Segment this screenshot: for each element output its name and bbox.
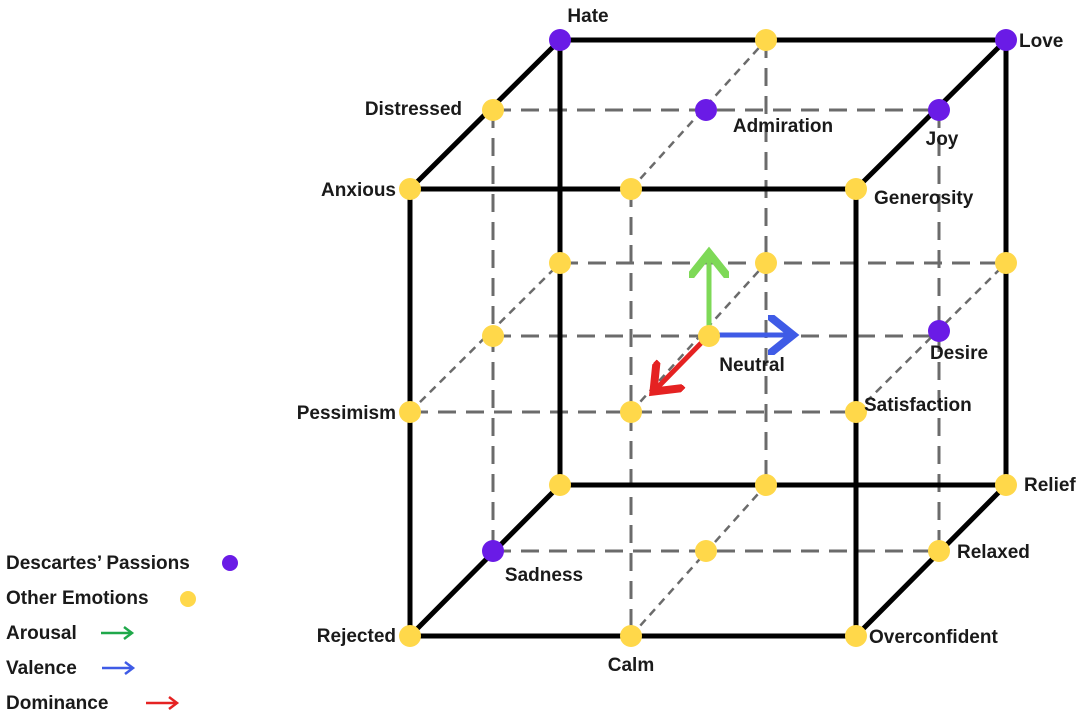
node-dot bbox=[755, 29, 777, 51]
node-dot bbox=[755, 252, 777, 274]
node-labels: Hate Love Admiration Joy Desire Sadness … bbox=[297, 6, 1077, 676]
calm-label: Calm bbox=[608, 655, 654, 676]
hate-node bbox=[549, 29, 571, 51]
labeled-nodes bbox=[399, 29, 1017, 647]
joy-node bbox=[928, 99, 950, 121]
sadness-node bbox=[482, 540, 504, 562]
legend-valence-label: Valence bbox=[6, 658, 77, 679]
love-node bbox=[995, 29, 1017, 51]
neutral-node bbox=[698, 325, 720, 347]
legend-valence-arrow bbox=[102, 661, 136, 675]
relief-label: Relief bbox=[1024, 475, 1076, 496]
overconfident-node bbox=[845, 625, 867, 647]
node-dot bbox=[695, 540, 717, 562]
satisfaction-label: Satisfaction bbox=[864, 395, 972, 416]
overconfident-label: Overconfident bbox=[869, 627, 998, 648]
node-dot bbox=[482, 325, 504, 347]
admiration-label: Admiration bbox=[733, 116, 833, 137]
node-dot bbox=[549, 252, 571, 274]
node-dot bbox=[620, 401, 642, 423]
legend-arousal-label: Arousal bbox=[6, 623, 77, 644]
desire-node bbox=[928, 320, 950, 342]
legend: Descartes’ Passions Other Emotions Arous… bbox=[6, 553, 238, 714]
legend-passions-label: Descartes’ Passions bbox=[6, 553, 190, 574]
love-label: Love bbox=[1019, 31, 1063, 52]
hate-label: Hate bbox=[567, 6, 608, 27]
desire-label: Desire bbox=[930, 343, 988, 364]
unlabeled-nodes bbox=[482, 29, 1017, 562]
distressed-label: Distressed bbox=[365, 99, 462, 120]
generosity-label: Generosity bbox=[874, 188, 974, 209]
legend-others-dot bbox=[180, 591, 196, 607]
pessimism-label: Pessimism bbox=[297, 403, 396, 424]
generosity-node bbox=[845, 178, 867, 200]
legend-passions-dot bbox=[222, 555, 238, 571]
pessimism-node bbox=[399, 401, 421, 423]
node-dot bbox=[995, 252, 1017, 274]
joy-label: Joy bbox=[926, 129, 959, 150]
neutral-label: Neutral bbox=[719, 355, 784, 376]
admiration-node bbox=[695, 99, 717, 121]
distressed-node bbox=[482, 99, 504, 121]
rejected-label: Rejected bbox=[317, 626, 396, 647]
node-dot bbox=[755, 474, 777, 496]
legend-dominance-arrow bbox=[146, 696, 180, 710]
relaxed-node bbox=[928, 540, 950, 562]
satisfaction-node bbox=[845, 401, 867, 423]
dominance-arrow bbox=[657, 333, 711, 388]
anxious-label: Anxious bbox=[321, 180, 396, 201]
anxious-node bbox=[399, 178, 421, 200]
legend-others-label: Other Emotions bbox=[6, 588, 149, 609]
relaxed-label: Relaxed bbox=[957, 542, 1030, 563]
axis-arrows bbox=[657, 258, 788, 388]
relief-node bbox=[995, 474, 1017, 496]
rejected-node bbox=[399, 625, 421, 647]
legend-arousal-arrow bbox=[101, 626, 135, 640]
node-dot bbox=[620, 178, 642, 200]
calm-node bbox=[620, 625, 642, 647]
legend-dominance-label: Dominance bbox=[6, 693, 108, 714]
node-dot bbox=[549, 474, 571, 496]
sadness-label: Sadness bbox=[505, 565, 583, 586]
